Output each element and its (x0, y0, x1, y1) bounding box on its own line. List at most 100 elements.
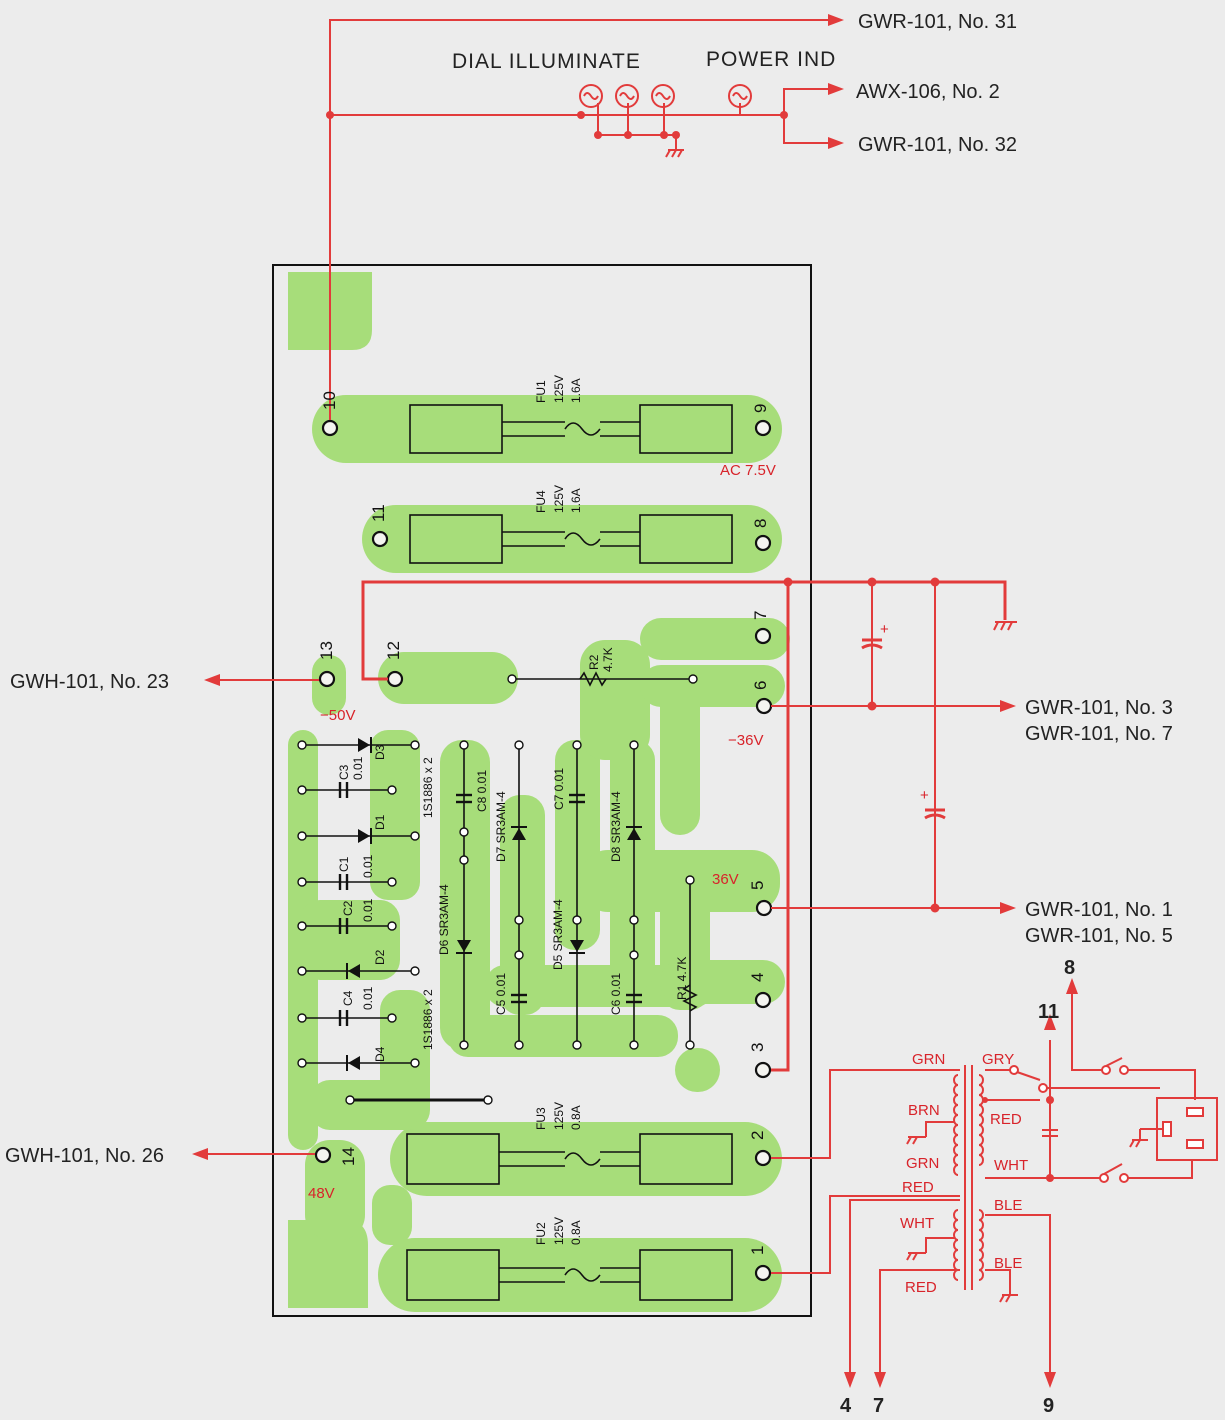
svg-text:GRN: GRN (906, 1155, 939, 1172)
svg-text:C4: C4 (341, 990, 355, 1006)
fuse-fu2-body (406, 1249, 733, 1301)
terminal-4-label: 4 (748, 973, 767, 982)
terminal-12-label: 12 (384, 641, 403, 660)
svg-text:0.8A: 0.8A (569, 1105, 583, 1130)
electrolytic-capacitors (861, 638, 1058, 1137)
svg-text:125V: 125V (552, 375, 566, 403)
svg-text:125V: 125V (552, 1217, 566, 1245)
output-9: 9 (1043, 1395, 1054, 1417)
svg-text:BRN: BRN (908, 1102, 940, 1119)
svg-text:1S1886 x 2: 1S1886 x 2 (421, 989, 435, 1050)
terminal-5-label: 5 (748, 881, 767, 890)
power-ind-label: POWER IND (706, 48, 836, 71)
svg-text:BLE: BLE (994, 1197, 1022, 1214)
svg-text:RED: RED (905, 1279, 937, 1296)
terminal-11-label: 11 (369, 504, 388, 522)
svg-text:1.6A: 1.6A (569, 378, 583, 403)
voltage-p48: 48V (308, 1185, 335, 1202)
svg-text:GRN: GRN (912, 1051, 945, 1068)
lamp-junction-dots (577, 111, 788, 139)
left-network-traces (288, 730, 430, 1245)
gwr1-label: GWR-101, No. 1 (1025, 899, 1173, 921)
power-transformer (925, 1065, 1040, 1295)
svg-text:R2: R2 (587, 654, 601, 670)
svg-text:0.8A: 0.8A (569, 1220, 583, 1245)
power-indicator-lamp (728, 84, 752, 108)
svg-text:D4: D4 (373, 1046, 387, 1062)
fuse-fu1-labels: FU1 125V 1.6A (534, 375, 583, 403)
svg-text:RED: RED (902, 1179, 934, 1196)
voltage-ac75: AC 7.5V (720, 462, 776, 479)
power-switches (1009, 1057, 1129, 1183)
svg-text:R1 4.7K: R1 4.7K (675, 957, 689, 1000)
fuse-row-fu3-trace (390, 1122, 782, 1196)
pad-12-trace (378, 652, 518, 704)
svg-text:4.7K: 4.7K (601, 647, 615, 672)
dial-illuminate-lamps (579, 84, 675, 108)
svg-text:1.6A: 1.6A (569, 488, 583, 513)
dial-illuminate-label: DIAL ILLUMINATE (452, 50, 641, 73)
fuse-fu4-body (409, 514, 733, 564)
gwr3-label: GWR-101, No. 3 (1025, 697, 1173, 719)
gwr5-label: GWR-101, No. 5 (1025, 925, 1173, 947)
svg-text:D6 SR3AM-4: D6 SR3AM-4 (437, 884, 451, 955)
component-node-dots (297, 674, 698, 1105)
svg-text:125V: 125V (552, 485, 566, 513)
ac-outlet (1139, 1097, 1218, 1161)
ground-symbols (665, 149, 1148, 1303)
fuse-fu3-labels: FU3 125V 0.8A (534, 1102, 583, 1130)
output-7: 7 (873, 1395, 884, 1417)
svg-text:FU4: FU4 (534, 490, 548, 513)
svg-text:125V: 125V (552, 1102, 566, 1130)
terminal-14-label: 14 (339, 1147, 358, 1166)
cap-plus-top: + (880, 621, 889, 638)
svg-text:C7 0.01: C7 0.01 (552, 768, 566, 810)
diode-symbols (346, 737, 642, 1071)
gwh26-label: GWH-101, No. 26 (5, 1145, 164, 1167)
red-wiring (192, 14, 1196, 1388)
resistor-r1 (682, 984, 698, 1012)
gwr32-label: GWR-101, No. 32 (858, 134, 1017, 156)
rectifier-traces (440, 618, 790, 1092)
board-corner-bottom (288, 1220, 368, 1308)
svg-text:GRY: GRY (982, 1051, 1014, 1068)
voltage-m50: −50V (320, 707, 355, 724)
terminal-13-label: 13 (317, 641, 336, 660)
svg-text:C8 0.01: C8 0.01 (475, 770, 489, 812)
voltage-p36: 36V (712, 871, 739, 888)
terminal-1-label: 1 (748, 1246, 767, 1255)
svg-text:C6 0.01: C6 0.01 (609, 973, 623, 1015)
fuse-row-fu4-trace (362, 505, 782, 573)
component-labels: D3 C3 0.01 D1 C1 0.01 C2 0.01 D2 C4 0.01… (337, 647, 689, 1062)
svg-text:WHT: WHT (900, 1215, 934, 1232)
terminal-3-label: 3 (748, 1043, 767, 1052)
svg-text:D3: D3 (373, 744, 387, 760)
svg-text:0.01: 0.01 (361, 854, 375, 878)
fuse-fu2-labels: FU2 125V 0.8A (534, 1217, 583, 1245)
svg-text:C1: C1 (337, 856, 351, 872)
resistor-r2 (579, 671, 607, 687)
output-8: 8 (1064, 957, 1075, 979)
gwr31-label: GWR-101, No. 31 (858, 11, 1017, 33)
svg-text:C5 0.01: C5 0.01 (494, 973, 508, 1015)
fuse-fu1-body (409, 404, 733, 454)
transformer-wire-labels: GRN GRY BRN RED GRN WHT RED BLE WHT BLE … (900, 1051, 1028, 1296)
fuse-row-fu2-trace (378, 1238, 782, 1312)
voltage-m36: −36V (728, 732, 763, 749)
svg-text:0.01: 0.01 (361, 898, 375, 922)
terminal-pads (314, 419, 773, 1282)
wire-junction-dots (982, 1096, 1054, 1182)
fuse-row-fu1-trace (312, 395, 782, 463)
svg-text:FU3: FU3 (534, 1107, 548, 1130)
terminal-8-label: 8 (751, 519, 770, 528)
fuse-fu3-body (406, 1133, 733, 1185)
terminal-6-label: 6 (751, 681, 770, 690)
svg-text:1S1886 x 2: 1S1886 x 2 (421, 757, 435, 818)
svg-text:D7 SR3AM-4: D7 SR3AM-4 (494, 791, 508, 862)
terminal-10-label: 10 (320, 391, 339, 410)
capacitor-symbols (338, 782, 642, 1026)
output-4: 4 (840, 1395, 852, 1417)
svg-text:BLE: BLE (994, 1255, 1022, 1272)
terminal-9-label: 9 (751, 404, 770, 413)
